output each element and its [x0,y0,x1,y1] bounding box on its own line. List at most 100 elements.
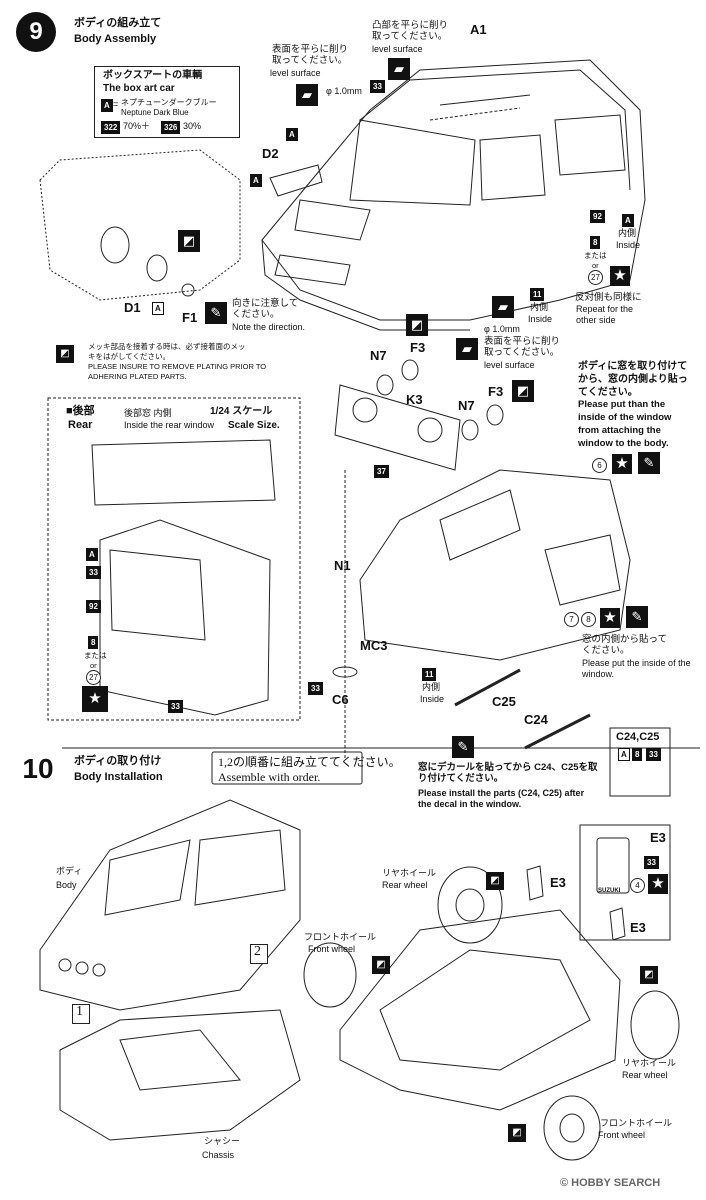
or-en: or [592,261,599,270]
code-33: 33 [646,748,661,761]
e3-label: E3 [550,875,566,890]
boxart-mix-a-pct: 70%＋ [123,121,151,131]
file-icon: ▰ [296,84,318,106]
order-1: 1 [76,1004,83,1019]
decal-note-en: Please install the parts (C24, C25) afte… [418,788,585,809]
inside-jp: 内側 [530,302,549,312]
front-wheel-bottom-jp: フロントホイール [600,1118,673,1128]
star-icon: ★ [612,454,632,474]
chassis-label-jp: シャシー [204,1136,241,1146]
boxart-title-en: The box art car [103,83,175,94]
glue-icon: ✎ [452,736,474,758]
window-note-en: Please put than the inside of the window… [578,399,672,449]
boxart-mix-a: 322 [101,121,121,134]
code-37: 37 [374,465,389,478]
or-en: or [90,661,97,670]
inside-jp: 内側 [422,682,441,692]
repeat-jp: 反対側も同様に [575,292,642,303]
repeat-en: Repeat for the other side [576,304,634,325]
code-92: 92 [86,600,101,613]
c24-c25-box-title: C24,C25 [616,731,660,743]
part-c24: C24 [524,712,548,727]
code-33: 33 [308,682,323,695]
code-a: A [618,748,630,761]
body-label-en: Body [56,880,77,890]
rear-window-jp: 後部窓 内側 [124,408,172,418]
boxart-color-en: Neptune Dark Blue [121,108,189,117]
plating-note-en: PLEASE INSURE TO REMOVE PLATING PRIOR TO… [88,362,267,381]
level-note-2-jp: 表面を平らに削り取ってください。 [272,44,349,66]
part-c6: C6 [332,692,349,707]
inside-jp: 内側 [618,228,637,238]
boxart-mix-b-pct: 30% [183,121,202,131]
order-2: 2 [254,944,261,959]
inside-window-jp: 窓の内側から貼ってください。 [582,634,668,656]
code-a: A [286,128,298,141]
plated-part-icon: ◩ [512,380,534,402]
glue-icon: ✎ [638,452,660,474]
glue-icon: ✎ [205,302,227,324]
level-note-3-jp: 表面を平らに削り取ってください。 [484,336,561,358]
code-33: 33 [644,856,659,869]
boxart-color-jp: ネプチューンダークブルー [121,98,217,107]
star-icon: ★ [600,608,620,628]
direction-note-jp: 向きに注意してください。 [232,298,299,320]
plated-part-icon: ◩ [372,956,390,974]
part-k3: K3 [406,392,423,407]
rear-wheel-right-jp: リヤホイール [622,1058,677,1068]
direction-note-en: Note the direction. [232,322,306,332]
file-icon: ▰ [388,58,410,80]
code-a: A [622,214,634,227]
rear-title-en: Rear [68,419,93,431]
order-jp: 1,2の順番に組み立ててください。 [218,755,401,769]
code-11: 11 [530,288,545,301]
inside-en: Inside [528,314,553,324]
code-8: 8 [590,236,601,249]
plated-part-icon: ◩ [178,230,200,252]
inside-window-en: Please put the inside of the window. [582,658,691,679]
window-note-jp: ボディに窓を取り付けてから、窓の内側より貼ってください。 [578,361,688,398]
boxart-eq: = [113,99,119,109]
part-n7: N7 [370,348,387,363]
boxart-title-jp: ボックスアートの車輌 [103,70,203,81]
rear-window-en: Inside the rear window [124,420,215,430]
part-d2: D2 [262,146,279,161]
glue-icon: ✎ [626,606,648,628]
body-label-jp: ボディ [56,866,83,876]
level-note-3-en: level surface [484,360,535,370]
inside-en: Inside [420,694,445,704]
front-wheel-top-jp: フロントホイール [304,932,377,942]
chassis-label-en: Chassis [202,1150,235,1160]
e3-box-title: E3 [650,830,666,845]
part-f1: F1 [182,310,198,325]
file-icon: ▰ [492,296,514,318]
code-a: A [152,302,164,315]
or-jp: または [584,251,607,260]
order-en: Assemble with order. [218,770,321,784]
code-33: 33 [370,80,385,93]
plated-part-icon: ◩ [406,314,428,336]
code-a: A [250,174,262,187]
code-33: 33 [168,700,183,713]
code-6: 6 [592,458,607,473]
plated-part-icon: ◩ [486,872,504,890]
part-a1: A1 [470,22,487,37]
step-10-title-en: Body Installation [74,771,163,783]
step-9-title-jp: ボディの組み立て [74,17,162,29]
rear-wheel-top-en: Rear wheel [382,880,428,890]
front-wheel-bottom-en: Front wheel [598,1130,646,1140]
part-n1: N1 [334,558,351,573]
or-jp: または [84,651,107,660]
level-note-1-jp: 凸部を平らに削り取ってください。 [372,20,449,42]
rear-wheel-top-jp: リヤホイール [382,868,437,878]
rear-wheel-right-en: Rear wheel [622,1070,668,1080]
boxart-panel: ボックスアートの車輌 The box art car A = ネプチューンダーク… [94,66,240,138]
e3-label: E3 [630,920,646,935]
level-note-1-en: level surface [372,44,423,54]
step-9-number: 9 [16,12,56,52]
code-4: 4 [630,878,645,893]
order-1-box [72,1004,90,1024]
step-10-number: 10 [10,750,66,788]
inside-en: Inside [616,240,641,250]
